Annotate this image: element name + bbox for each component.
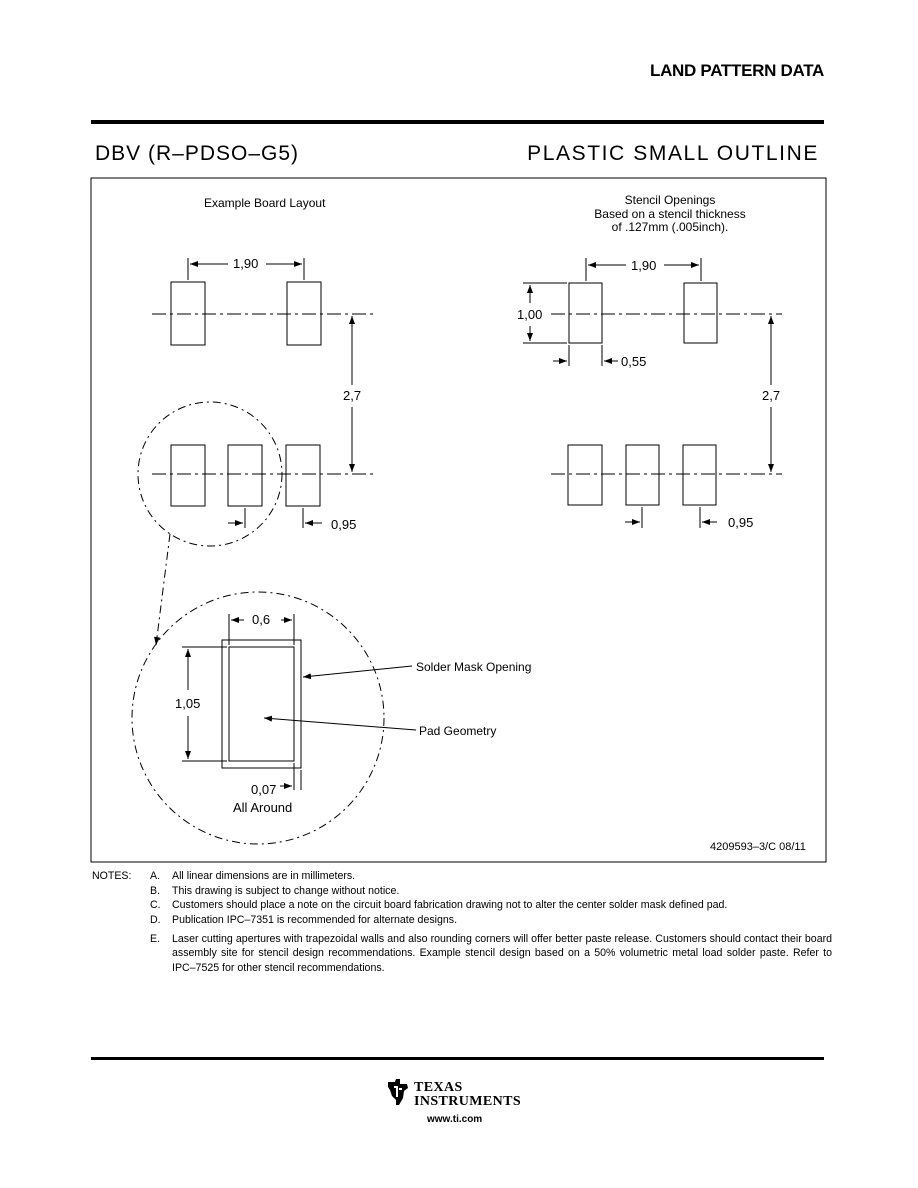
left-pad-pitch-label: 0,95	[331, 517, 357, 532]
detail-width-dimension	[228, 614, 295, 645]
note-letter: E.	[150, 933, 161, 945]
right-height-label: 1,00	[517, 307, 543, 322]
right-view-caption: Stencil Openings Based on a stencil thic…	[580, 193, 760, 235]
header-rule	[91, 120, 824, 124]
left-row-spacing-label: 2,7	[343, 388, 362, 403]
pad-geometry	[228, 646, 295, 762]
ti-logo-text-2: INSTRUMENTS	[414, 1094, 522, 1109]
solder-mask-callout: Solder Mask Opening	[416, 660, 532, 674]
ti-logo-text-1: TEXAS	[414, 1080, 463, 1095]
note-letter: D.	[150, 914, 161, 926]
footer-rule	[91, 1057, 824, 1060]
pad-geometry-callout: Pad Geometry	[419, 724, 497, 738]
package-code: DBV (R–PDSO–G5)	[95, 142, 300, 165]
detail-leader	[154, 533, 171, 646]
right-centerlines	[551, 313, 782, 475]
right-pad-pitch-label: 0,95	[728, 515, 754, 530]
page-header-title: LAND PATTERN DATA	[649, 61, 824, 80]
detail-callouts	[263, 665, 417, 731]
detail-source-circle	[137, 401, 283, 547]
right-bottom-pads	[567, 444, 717, 506]
right-width-label: 0,55	[621, 354, 647, 369]
right-row-spacing-label: 2,7	[762, 388, 781, 403]
package-description: PLASTIC SMALL OUTLINE	[527, 142, 819, 165]
solder-mask-opening	[221, 639, 302, 769]
detail-width-label: 0,6	[252, 612, 271, 627]
note-letter: A.	[150, 870, 161, 882]
right-top-pads	[568, 282, 718, 344]
right-caption-line-2: Based on a stencil thickness	[594, 206, 746, 221]
right-caption-line-1: Stencil Openings	[624, 193, 716, 207]
left-view-caption: Example Board Layout	[204, 196, 326, 210]
right-height-dimension	[523, 282, 567, 344]
right-width-dimension	[553, 345, 618, 366]
drawing-frame	[90, 177, 827, 863]
detail-height-dimension	[182, 646, 227, 762]
note-letter: B.	[150, 884, 161, 897]
ti-logo-mark-icon	[388, 1079, 408, 1105]
detail-clearance-note: All Around	[233, 800, 293, 815]
left-centerlines	[152, 313, 375, 475]
detail-height-label: 1,05	[175, 696, 201, 711]
right-pad-pitch-dimension	[625, 507, 717, 528]
detail-clearance-dimension	[280, 763, 302, 790]
ti-logo: TEXAS INSTRUMENTS www.ti.com	[383, 1076, 533, 1128]
note-text: Publication IPC–7351 is recommended for …	[172, 914, 458, 926]
left-bottom-pads	[170, 444, 321, 507]
left-pitch-label: 1,90	[233, 256, 259, 271]
left-pitch-dimension	[187, 258, 305, 280]
note-text: Laser cutting apertures with trapezoidal…	[172, 933, 832, 974]
note-letter: C.	[150, 899, 161, 911]
left-pad-pitch-dimension	[228, 508, 322, 528]
detail-clearance-label: 0,07	[251, 782, 277, 797]
note-text: This drawing is subject to change withou…	[172, 884, 400, 897]
detail-circle	[131, 591, 385, 845]
notes-heading: NOTES:	[92, 870, 132, 882]
drawing-id: 4209593–3/C 08/11	[710, 841, 806, 853]
right-pitch-label: 1,90	[631, 258, 657, 273]
right-caption-line-3: of .127mm (.005inch).	[611, 220, 729, 234]
ti-url: www.ti.com	[427, 1114, 483, 1125]
note-text: All linear dimensions are in millimeters…	[172, 870, 356, 882]
right-pitch-dimension	[585, 258, 702, 281]
note-text: Customers should place a note on the cir…	[172, 899, 728, 911]
